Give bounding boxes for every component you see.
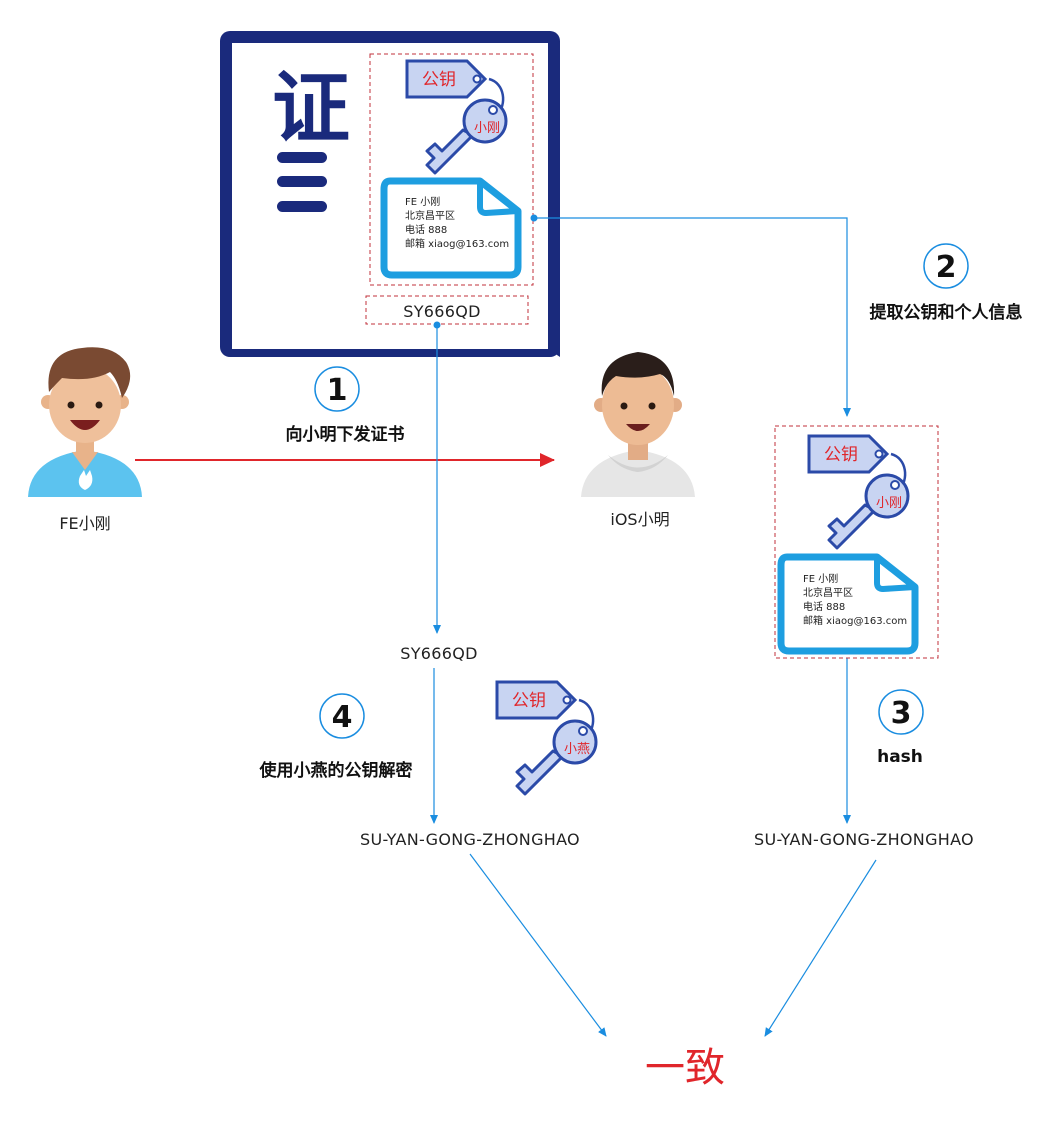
extracted-info-line-1: FE 小刚 [803,573,838,585]
certificate-content-box [369,53,534,286]
extracted-key-tag-label: 公钥 [824,445,858,465]
certificate-code: SY666QD [403,302,480,321]
certificate-key-owner: 小刚 [474,121,500,136]
step-2-number: 2 [936,250,957,285]
step-3-number: 3 [891,696,912,731]
step-4-number: 4 [332,700,353,735]
extracted-info-line-2: 北京昌平区 [803,586,853,599]
left-compare-arrow [469,853,607,1037]
step-3-label: hash [877,747,923,767]
decrypted-result: SU-YAN-GONG-ZHONGHAO [360,830,580,849]
certificate-info-document-icon: FE 小刚 北京昌平区 电话 888 邮箱 xiaog@163.com [384,181,518,275]
decrypt-public-key-icon: 公钥 小燕 [495,680,598,796]
step-1-label: 向小明下发证书 [286,424,405,445]
certificate-code-box [365,295,529,325]
receiver-avatar [581,352,695,497]
extracted-info-line-4: 邮箱 xiaog@163.com [803,614,907,627]
decrypt-key-tag-label: 公钥 [512,691,546,711]
step-1-badge: 1 [314,366,360,412]
certificate-key-tag-label: 公钥 [422,70,456,90]
step-1-number: 1 [327,373,348,408]
certificate-info-line-4: 邮箱 xiaog@163.com [405,237,509,250]
certificate: 证 公钥 小刚 FE 小刚 北京昌平区 电话 888 邮箱 xiaog@163.… [220,31,560,357]
certificate-public-key-icon: 公钥 小刚 [405,59,508,175]
certificate-info-line-1: FE 小刚 [405,196,440,208]
extracted-key-owner: 小刚 [876,496,902,511]
right-compare-arrow [764,859,877,1037]
extracted-public-key-icon: 公钥 小刚 [807,434,910,550]
extracted-content-box [774,425,939,659]
step-2-badge: 2 [923,243,969,289]
step-4-badge: 4 [319,693,365,739]
certificate-title-char: 证 [272,64,350,154]
step-4-label: 使用小燕的公钥解密 [259,760,413,781]
sender-avatar [28,347,142,497]
conclusion: 一致 [645,1045,725,1091]
step-2-label: 提取公钥和个人信息 [870,302,1023,323]
code-copy: SY666QD [400,644,477,663]
certificate-info-line-2: 北京昌平区 [405,209,455,222]
certificate-stripes-icon [277,152,327,212]
extracted-info-document-icon: FE 小刚 北京昌平区 电话 888 邮箱 xiaog@163.com [781,557,915,651]
decrypt-key-owner: 小燕 [564,742,590,757]
certificate-info-line-3: 电话 888 [405,223,447,236]
extracted-info-line-3: 电话 888 [803,600,845,613]
hash-result: SU-YAN-GONG-ZHONGHAO [754,830,974,849]
receiver-name: iOS小明 [610,510,669,529]
step-3-badge: 3 [878,689,924,735]
sender-name: FE小刚 [59,514,110,533]
extract-arrow [534,217,851,417]
